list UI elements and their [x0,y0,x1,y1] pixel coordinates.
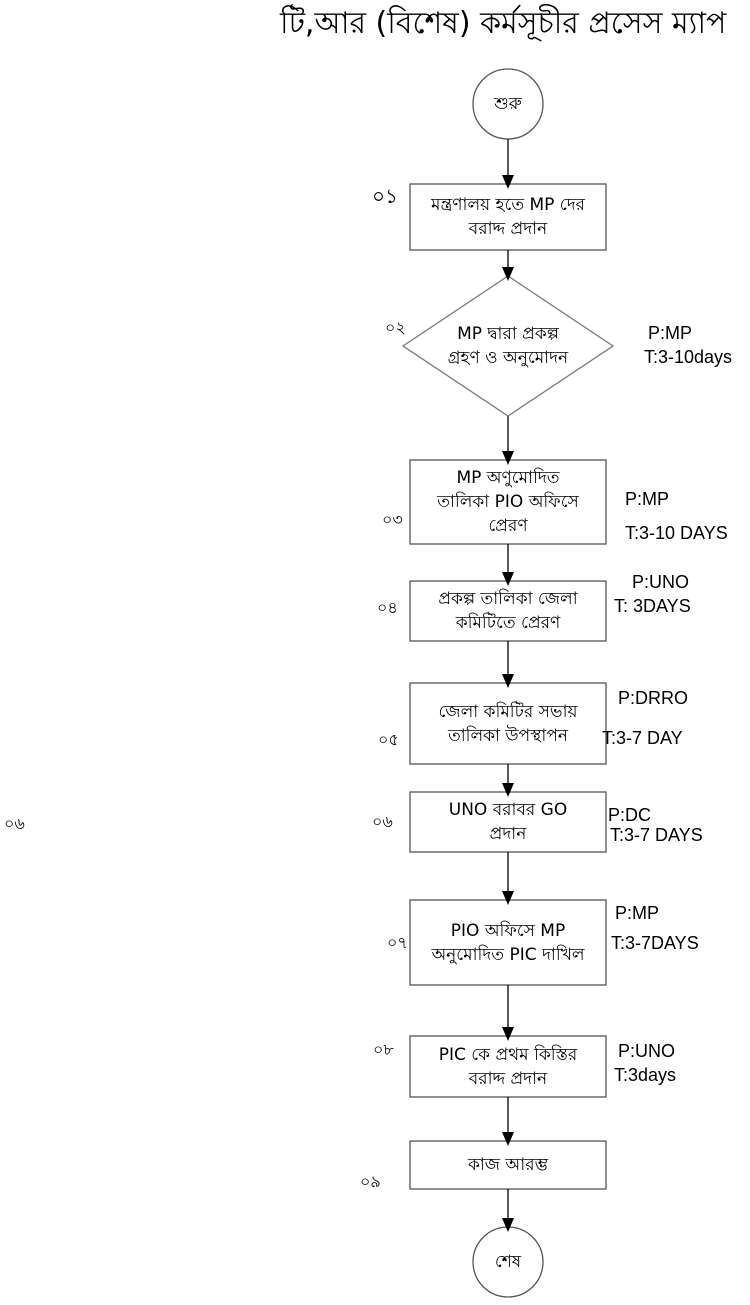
step-06: UNO বরাবর GO প্রদান [410,792,606,852]
step-05-time: T:3-7 DAY [602,728,683,748]
step-03: MP অণুমোদিত তালিকা PIO অফিসে প্রেরণ [410,460,606,544]
step-03-meta: P:MP T:3-10 DAYS [625,487,728,545]
step-09-line-1: কাজ আরম্ভ [467,1155,549,1175]
end-terminal: শেষ [473,1227,543,1297]
step-06-number: ০৬ [372,812,393,831]
step-02-meta: P:MP T:3-10days [644,321,732,369]
step-05-number: ০৫ [378,730,399,749]
step-01-number: ০১ [372,184,398,208]
page-title: টি,আর (বিশেষ) কর্মসূচীর প্রসেস ম্যাপ [280,6,727,41]
step-03-line-3: প্রেরণ [488,516,528,536]
step-05-line-1: জেলা কমিটির সভায় [438,701,578,722]
step-02-line-2: গ্রহণ ও অনুমোদন [447,348,569,368]
step-03-number: ০৩ [382,510,403,529]
step-04-person: P:UNO [632,572,690,592]
step-box-01 [409,183,607,251]
step-07-number: ০৭ [387,933,408,952]
step-04-number: ০৪ [377,598,398,617]
step-07-person: P:MP [615,903,660,923]
step-05-meta: P:DRRO T:3-7 DAY [602,686,688,750]
step-07-line-2: অনুমোদিত PIC দাখিল [431,944,585,965]
step-03-person: P:MP [625,489,670,509]
step-08-meta: P:UNO T:3days [614,1039,676,1087]
step-01-line-1: মন্ত্রণালয় হতে MP দের [431,195,585,215]
step-box-06 [409,791,607,853]
step-06-meta: P:DC T:3-7 DAYS [608,806,703,846]
step-01: মন্ত্রণালয় হতে MP দের বরাদ্দ প্রদান [410,184,606,250]
step-02-person: P:MP [648,323,693,343]
step-01-line-2: বরাদ্দ প্রদান [468,219,548,239]
step-04-line-2: কমিটিতে প্রেরণ [455,613,561,633]
step-05-line-2: তালিকা উপস্থাপন [447,725,569,746]
step-08: PIC কে প্রথম কিস্তির বরাদ্দ প্রদান [410,1036,606,1097]
step-08-time: T:3days [614,1065,677,1085]
end-label: শেষ [494,1252,522,1272]
step-09-number: ০৯ [360,1172,381,1191]
step-04-line-1: প্রকল্প তালিকা জেলা [438,589,578,609]
step-08-line-1: PIC কে প্রথম কিস্তির [438,1044,578,1065]
step-04-time: T: 3DAYS [614,596,691,616]
start-terminal: শুরু [473,69,543,139]
step-02-number: ০২ [385,318,406,337]
step-03-time: T:3-10 DAYS [625,523,728,543]
step-box-07 [409,899,607,986]
start-label: শুরু [494,94,522,114]
step-02-time: T:3-10days [644,347,733,367]
step-05-person: P:DRRO [618,688,689,708]
step-02-decision: MP দ্বারা প্রকল্প গ্রহণ ও অনুমোদন [428,318,588,374]
step-06-person: P:DC [608,805,652,825]
step-08-number: ০৮ [373,1040,394,1059]
step-06-time: T:3-7 DAYS [610,825,703,845]
step-05: জেলা কমিটির সভায় তালিকা উপস্থাপন [410,683,606,764]
step-07: PIO অফিসে MP অনুমোদিত PIC দাখিল [410,900,606,985]
step-03-line-1: MP অণুমোদিত [456,468,560,488]
step-07-meta: P:MP T:3-7DAYS [611,901,699,955]
step-06-line-2: প্রদান [489,824,527,844]
step-07-line-1: PIO অফিসে MP [450,920,566,941]
stray-step-06-label: ০৬ [4,814,25,833]
step-box-03 [409,459,607,545]
step-08-line-2: বরাদ্দ প্রদান [468,1068,548,1089]
step-09: কাজ আরম্ভ [410,1141,606,1189]
step-07-time: T:3-7DAYS [611,933,699,953]
step-03-line-2: তালিকা PIO অফিসে [437,492,579,512]
step-02-line-1: MP দ্বারা প্রকল্প [457,324,559,344]
step-04: প্রকল্প তালিকা জেলা কমিটিতে প্রেরণ [410,581,606,641]
step-06-line-1: UNO বরাবর GO [448,800,568,820]
step-box-08 [409,1035,607,1098]
step-04-meta: P:UNO T: 3DAYS [614,570,691,618]
step-08-person: P:UNO [618,1041,676,1061]
